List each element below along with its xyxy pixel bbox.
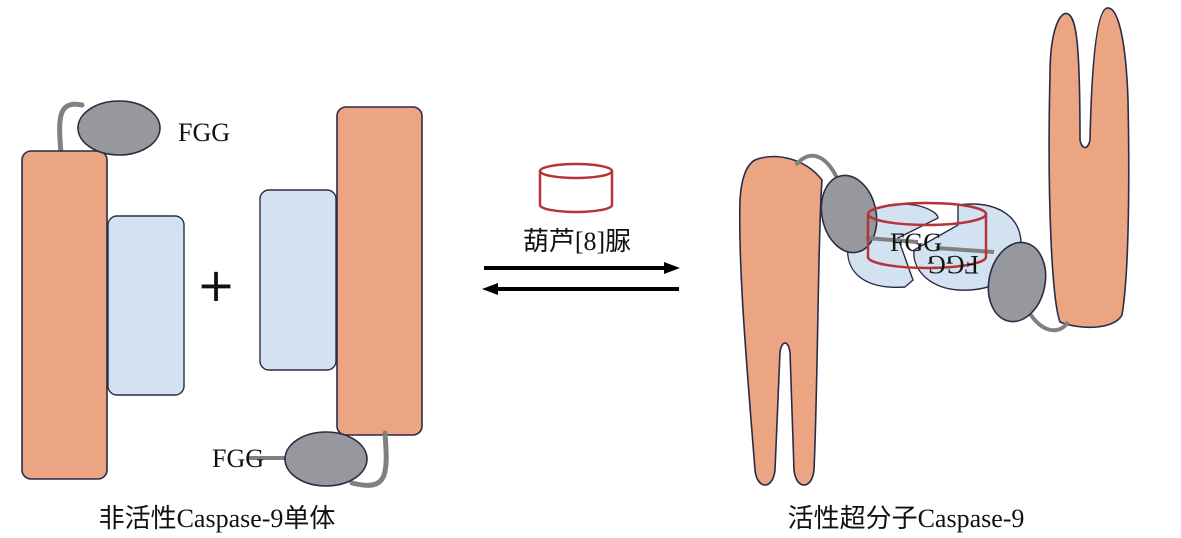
- fgg-label-top: FGG: [178, 118, 230, 147]
- caption-inactive: 非活性Caspase-9单体: [99, 504, 336, 533]
- cucurbituril-ring: [866, 201, 988, 270]
- linker-bottom: [349, 430, 389, 488]
- inactive-monomers: FGG + FGG 非活性Caspase-9单体: [21, 100, 423, 533]
- fgg-label-center-rotated: FGG: [927, 250, 979, 279]
- monomer-left: FGG: [21, 100, 230, 480]
- dimer-large-domain-right: [1048, 7, 1130, 329]
- dimer-linker-top: [794, 153, 840, 181]
- plus-sign: +: [197, 258, 236, 312]
- active-dimer: FGG FGG 活性超分子Caspase-9: [738, 7, 1130, 533]
- monomer-right: FGG: [212, 106, 423, 488]
- large-domain-right: [336, 106, 423, 436]
- cylinder-icon: [538, 162, 614, 214]
- guest-thread-left: [865, 236, 919, 244]
- fgg-ellipse-bottom: [284, 431, 368, 487]
- large-domain-left: [21, 150, 108, 480]
- fgg-ellipse-top: [77, 100, 161, 156]
- fgg-label-bottom: FGG: [212, 444, 264, 473]
- dimer-large-domain-left: [738, 155, 823, 486]
- equilibrium: 葫芦[8]脲: [482, 162, 680, 295]
- caption-active: 活性超分子Caspase-9: [788, 504, 1025, 533]
- guest-thread-right: [935, 246, 995, 254]
- fgg-label-center: FGG: [890, 228, 942, 257]
- small-domain-right: [259, 189, 337, 371]
- reagent-label: 葫芦[8]脲: [523, 227, 631, 256]
- small-domain-left: [107, 215, 185, 396]
- linker-top: [57, 101, 85, 156]
- dimer-ellipse-right: [987, 241, 1047, 323]
